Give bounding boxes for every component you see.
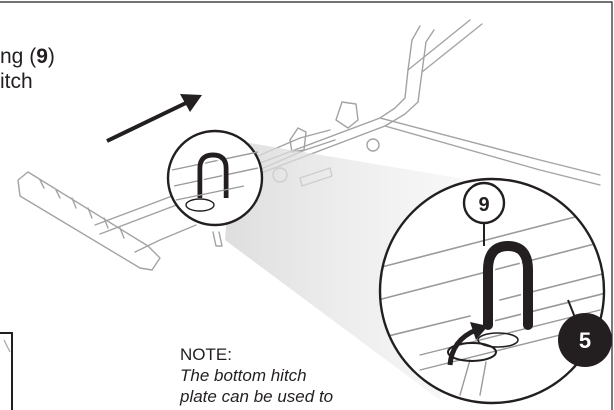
note-heading: NOTE: xyxy=(180,345,232,364)
detail-circle xyxy=(166,129,264,227)
partial-figure-box xyxy=(0,332,13,410)
rotate-arrow xyxy=(447,322,488,366)
callout-5-label: 5 xyxy=(579,328,591,353)
note-block: NOTE: The bottom hitch plate can be used… xyxy=(180,344,333,407)
instruction-line2: itch xyxy=(0,70,33,93)
instruction-line1-prefix: ng ( xyxy=(0,45,37,68)
callout-5: 5 xyxy=(558,299,612,367)
direction-arrow xyxy=(106,94,202,143)
callout-9-label: 9 xyxy=(478,194,489,216)
note-line2: plate can be used to xyxy=(180,387,334,406)
note-line1: The bottom hitch xyxy=(180,366,307,385)
instruction-part-number: 9 xyxy=(36,45,48,68)
callout-9: 9 xyxy=(462,181,506,246)
instruction-text: ng (9) itch xyxy=(0,44,55,94)
instruction-line1-suffix: ) xyxy=(47,45,55,68)
